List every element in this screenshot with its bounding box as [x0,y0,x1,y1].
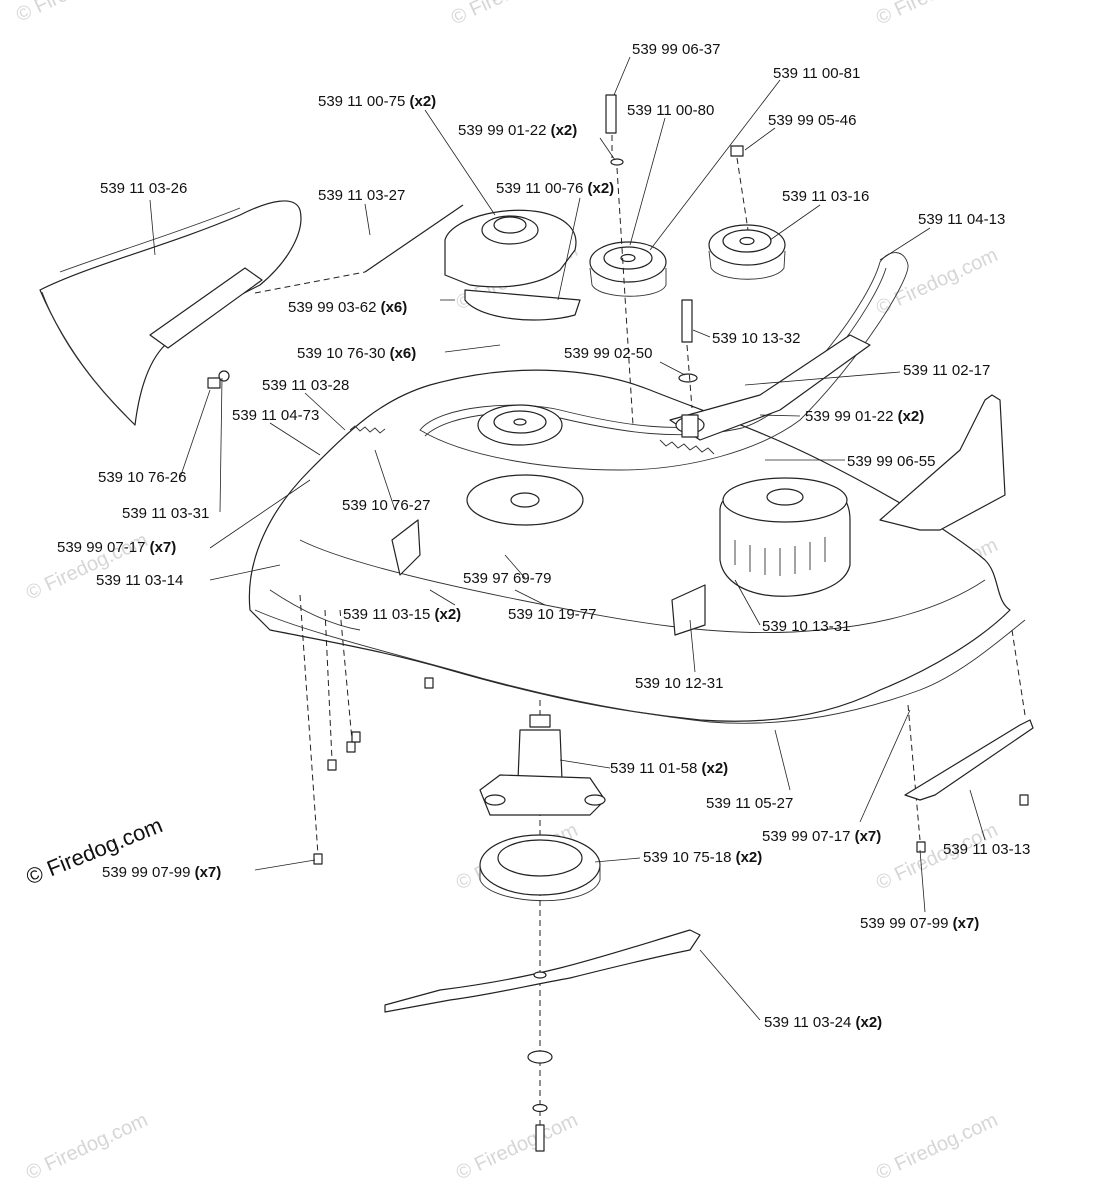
nut [730,145,744,157]
chute-washer [218,370,230,382]
callout-label: 539 11 03-13 [943,841,1030,858]
centerline [736,157,749,231]
callout-label: 539 11 03-28 [262,377,349,394]
callout-label: 539 10 76-27 [342,497,430,514]
callout-label: 539 11 03-15 (x2) [343,606,461,623]
watermark: © Firedog.com [23,1109,151,1184]
callout-label: 539 11 04-73 [232,407,319,424]
belt-cover [444,209,581,321]
spindle-housing [479,714,606,816]
callout-label: 539 11 03-31 [122,505,209,522]
callout-label: 539 10 13-31 [762,618,850,635]
callout-label: 539 10 76-30 (x6) [297,345,416,362]
callout-label: 539 99 07-17 (x7) [57,539,176,556]
callout-label: 539 99 02-50 [564,345,652,362]
mower-deck [248,369,1026,724]
lock-washer [532,1103,548,1113]
blade-washer [527,1050,553,1064]
watermark: © Firedog.com [13,0,141,27]
callout-label: 539 10 13-32 [712,330,800,347]
baffle [671,584,706,636]
tension-spring [349,425,715,455]
spindle-ring [479,834,601,902]
callout-label: 539 11 03-26 [100,180,187,197]
callout-label: 539 11 01-58 (x2) [610,760,728,777]
callout-label: 539 11 03-24 (x2) [764,1014,882,1031]
deck-pulley-rear [466,474,584,526]
callout-label: 539 11 02-17 [903,362,990,379]
watermark: © Firedog.com [873,244,1001,319]
callout-label: 539 99 01-22 (x2) [458,122,577,139]
callout-label: 539 11 00-76 (x2) [496,180,614,197]
deck-pulley-left [477,404,563,446]
callout-label: 539 11 04-13 [918,211,1005,228]
callout-label: 539 99 06-55 [847,453,935,470]
part-labels: 539 99 06-37 539 11 00-81 539 11 00-75 (… [57,41,1030,1031]
mower-blade [384,929,701,1013]
callout-label: 539 99 07-17 (x7) [762,828,881,845]
callout-label: 539 99 01-22 (x2) [805,408,924,425]
centerline [299,594,319,856]
centerline [686,344,693,409]
deck-bracket-right [879,394,1006,531]
centerline [616,167,634,426]
washer [610,158,624,166]
chute-nut [207,377,221,389]
callout-label: 539 10 19-77 [508,606,596,623]
discharge-chute [39,200,302,426]
callout-label: 539 99 06-37 [632,41,720,58]
callout-label: 539 97 69-79 [463,570,551,587]
callout-label: 539 11 00-75 (x2) [318,93,436,110]
centerline [324,609,333,761]
watermark: © Firedog.com [873,1109,1001,1184]
callout-label: 539 11 00-80 [627,102,714,119]
bolt [605,94,617,134]
baffle [391,519,421,576]
deck-bolts [313,677,1029,865]
centerline [907,704,921,841]
washer [678,373,698,383]
callout-label: 539 11 03-16 [782,188,869,205]
callout-label: 539 10 75-18 (x2) [643,849,762,866]
callout-label: 539 11 03-27 [318,187,405,204]
watermark: © Firedog.com [453,1109,581,1184]
blade-bolt [535,1124,545,1152]
callout-label: 539 99 07-99 (x7) [860,915,979,932]
callout-label: 539 99 07-99 (x7) [102,864,221,881]
centerline [1011,629,1026,716]
front-bracket [904,719,1034,801]
pulley-cover-right [719,477,851,597]
callout-label: 539 99 05-46 [768,112,856,129]
callout-label: 539 99 03-62 (x6) [288,299,407,316]
hinge-rod [364,204,464,273]
watermark: © Firedog.com [448,0,576,30]
leader-lines [149,56,986,1021]
callout-label: 539 11 05-27 [706,795,793,812]
rod-dashed-guide [254,271,366,294]
idler-pulley [708,224,786,280]
callout-label: 539 11 00-81 [773,65,860,82]
idler-pulley [589,241,667,297]
callout-label: 539 10 12-31 [635,675,723,692]
callout-label: 539 11 03-14 [96,572,183,589]
watermark: © Firedog.com [873,0,1001,30]
callout-label: 539 10 76-26 [98,469,186,486]
idler-arm [669,334,871,441]
centerline [339,609,353,741]
bolt [681,299,693,343]
